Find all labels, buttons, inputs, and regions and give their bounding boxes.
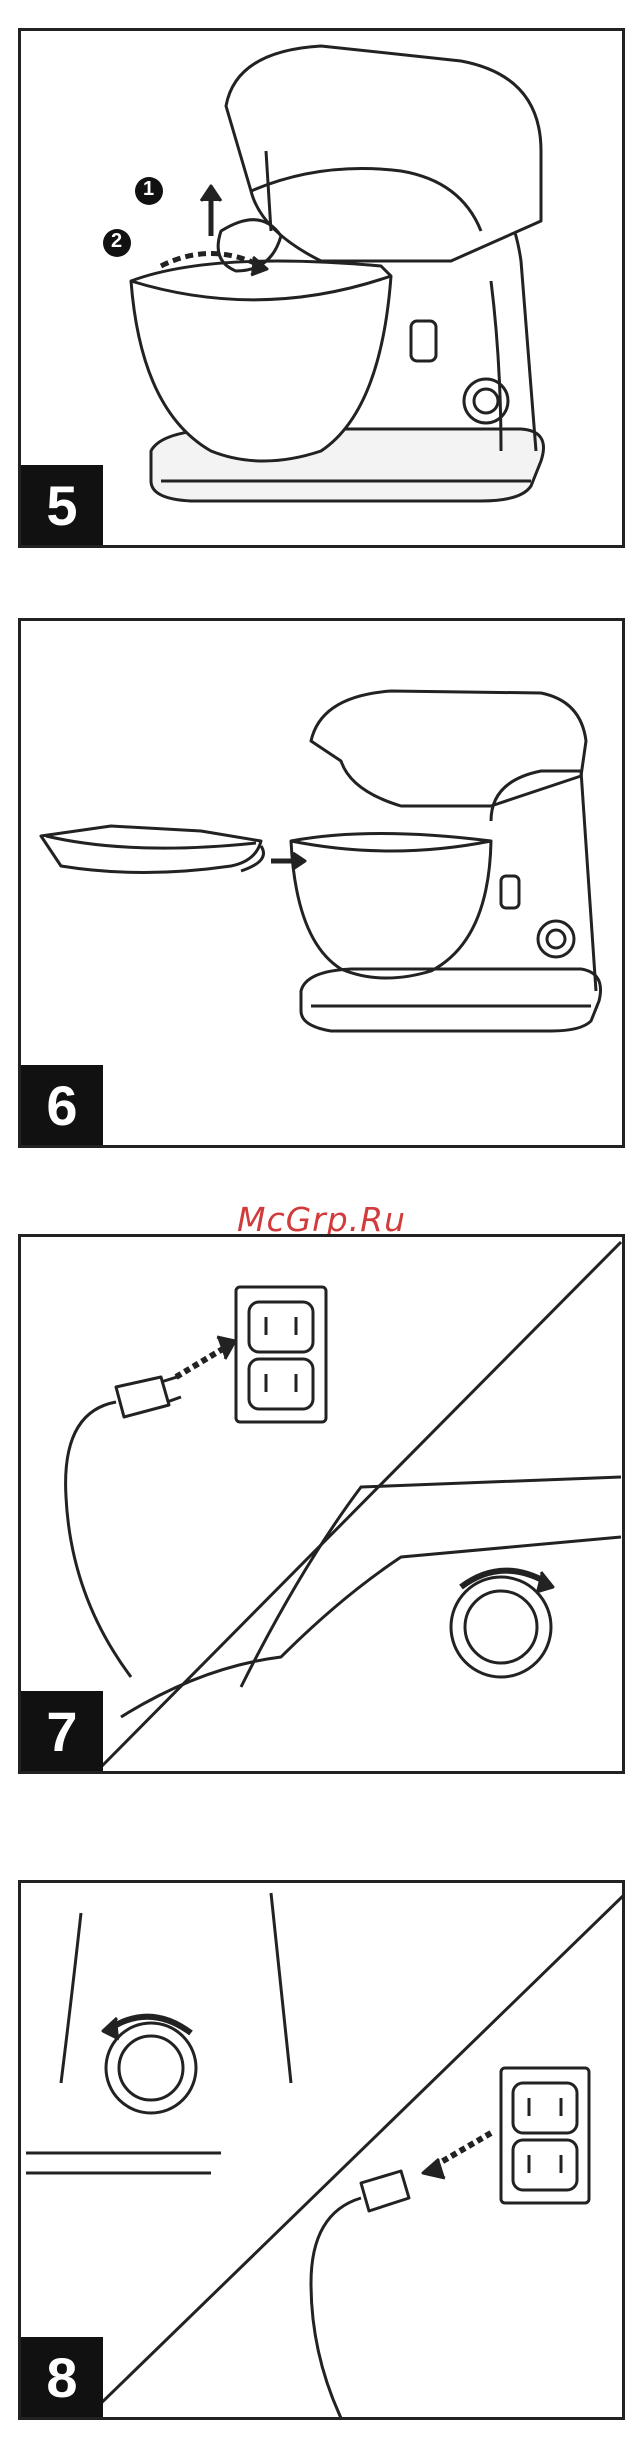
mixer-attach-splash-guard-illustration (21, 621, 625, 1148)
marker-2-label: 2 (111, 230, 122, 253)
step-6-number: 6 (21, 1065, 103, 1145)
plug-in-and-turn-dial-on-illustration (21, 1237, 625, 1774)
marker-1-label: 1 (143, 178, 154, 201)
mixer-attach-beater-illustration (21, 31, 625, 548)
step-5-panel: 1 2 5 (18, 28, 625, 548)
step-7-number: 7 (21, 1691, 103, 1771)
step-8-panel: 8 (18, 1880, 625, 2420)
turn-dial-off-and-unplug-illustration (21, 1883, 625, 2420)
step-8-number: 8 (21, 2337, 103, 2417)
step-6-panel: 6 (18, 618, 625, 1148)
step-5-number: 5 (21, 465, 103, 545)
step-7-panel: 7 (18, 1234, 625, 1774)
